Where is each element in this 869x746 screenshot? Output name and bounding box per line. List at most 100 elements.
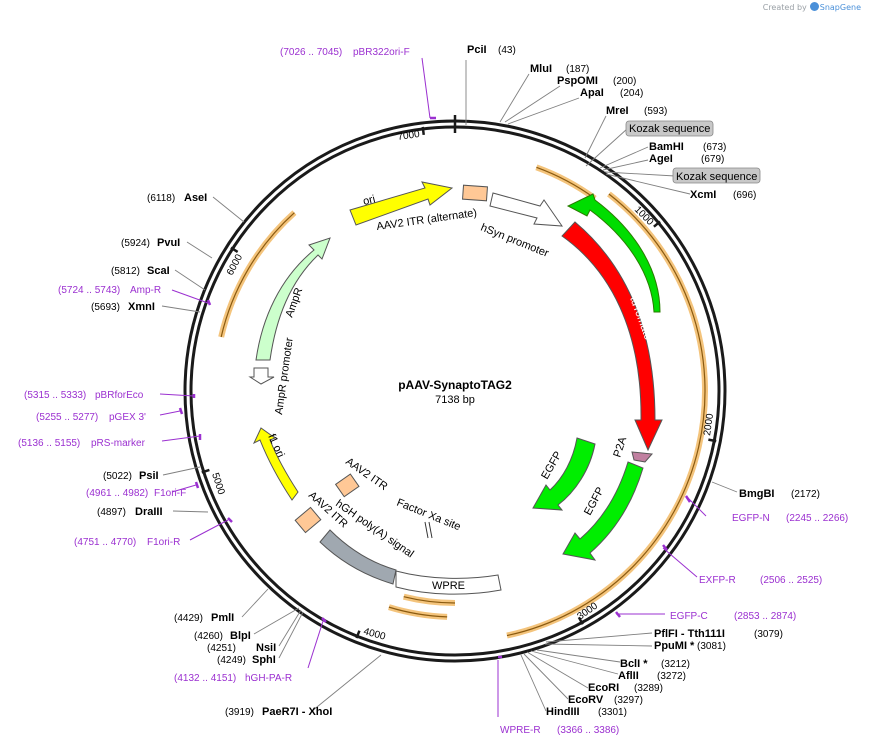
egfp-inner-feature <box>532 437 596 511</box>
site-kozak-sequence: Kozak sequence <box>629 123 710 135</box>
site-name: XcmI <box>690 189 716 201</box>
site-position: (673) <box>703 142 726 153</box>
site-name: BamHI <box>649 141 684 153</box>
ampr-feature <box>255 237 331 361</box>
ampr-promoter-label: AmpR promoter <box>273 337 296 416</box>
site-name: PmlI <box>211 612 234 624</box>
highlight-arc-bottom-2-line <box>403 596 456 604</box>
primer-name: pGEX 3' <box>109 412 146 423</box>
credit-brand: SnapGene <box>819 3 861 12</box>
primer-amp-r: (5724 .. 5743)Amp-R <box>58 285 161 296</box>
tick-2000: 2000 <box>702 412 716 436</box>
primer-name: Amp-R <box>130 285 161 296</box>
ori-feature <box>349 181 454 226</box>
primer-range: (4961 .. 4982) <box>86 488 148 499</box>
egfp-inner-label: EGFP <box>539 450 564 482</box>
primer-name: hGH-PA-R <box>245 673 292 684</box>
aav2-itr-2-feature <box>294 506 322 534</box>
primer-range: (2245 .. 2266) <box>786 513 848 524</box>
site-name: Kozak sequence <box>676 171 757 183</box>
site-apai: ApaI(204) <box>580 87 643 99</box>
site-bamhi: BamHI (673) <box>649 141 726 153</box>
tick-mark-6000 <box>230 246 239 254</box>
site-name: SphI <box>252 654 276 666</box>
site-ecorv: EcoRV(3297) <box>568 694 643 706</box>
kozak-box-2 <box>672 167 761 184</box>
snapgene-logo-icon <box>809 2 819 11</box>
aav2-itr-alt-feature <box>462 184 488 202</box>
site-name: PciI <box>467 44 487 56</box>
site-name: MreI <box>606 105 629 117</box>
site-position: (3079) <box>754 629 783 640</box>
site-position: (4897) <box>97 507 126 518</box>
site-position: (3212) <box>661 659 690 670</box>
site-scai: ScaI(5812) <box>111 265 170 277</box>
primer-name: EGFP-C <box>670 611 708 622</box>
primer-leaders <box>159 57 707 717</box>
site-position: (5924) <box>121 238 150 249</box>
site-position: (3272) <box>657 671 686 682</box>
site-pflfi-tth111i: PflFI - Tth111I(3079) <box>654 628 783 640</box>
site-name: BlpI <box>230 630 251 642</box>
tick-mark-7000 <box>421 126 425 136</box>
site-name: AgeI <box>649 153 673 165</box>
site-name: PspOMI <box>557 75 598 87</box>
site-position: (200) <box>613 76 636 87</box>
site-position: (3919) <box>225 707 254 718</box>
primer-mark-11 <box>206 299 212 306</box>
site-name: BclI * <box>620 658 648 670</box>
primer-name: WPRE-R <box>500 725 541 736</box>
tick-7000: 7000 <box>397 129 421 143</box>
highlight-arc-top <box>535 164 597 201</box>
site-draiii: DraIII(4897) <box>97 506 163 518</box>
site-position: (3081) <box>697 641 726 652</box>
egfp-outer-feature <box>562 461 644 561</box>
site-position: (43) <box>498 45 516 56</box>
aav2-itr-1-feature <box>334 473 360 498</box>
primer-labels: (7026 .. 7045)pBR322ori-F(2245 .. 2266)E… <box>18 47 848 736</box>
primer-name: pBRforEco <box>95 390 144 401</box>
tick-mark-2000 <box>708 438 717 443</box>
primer-range: (5136 .. 5155) <box>18 438 80 449</box>
site-position: (5812) <box>111 266 140 277</box>
highlight-arc-right-line <box>506 193 706 637</box>
site-mrei: MreI(593) <box>606 105 667 117</box>
site-name: MluI <box>530 63 552 75</box>
f1-ori-feature <box>252 427 299 501</box>
site-name: PsiI <box>139 470 159 482</box>
tick-marks <box>201 115 717 639</box>
primer-egfp-n: (2245 .. 2266)EGFP-N <box>732 513 848 524</box>
primer-exfp-r: (2506 .. 2525)EXFP-R <box>699 575 822 586</box>
site-sphi: SphI(4249) <box>217 654 276 666</box>
site-nsii: NsiI(4251) <box>207 642 276 654</box>
highlight-arc-bottom-1 <box>388 604 448 620</box>
primer-mark-5 <box>321 617 327 623</box>
primer-hgh-pa-r: (4132 .. 4151) hGH-PA-R <box>174 673 292 684</box>
site-position: (5693) <box>91 302 120 313</box>
plasmid-length: 7138 bp <box>435 394 475 406</box>
site-name: XmnI <box>128 301 155 313</box>
highlight-arc-left-line <box>220 212 295 338</box>
tick-mark-3000 <box>577 616 584 625</box>
tick-mark-5000 <box>201 468 210 474</box>
site-pcii: PciI (43) <box>467 44 516 56</box>
connector-lines <box>161 60 738 712</box>
factor-xa-label: Factor Xa site <box>395 497 462 534</box>
site-position: (187) <box>566 64 589 75</box>
site-position: (3289) <box>634 683 663 694</box>
factor-xa-mark-1 <box>424 521 429 539</box>
site-pvui: PvuI(5924) <box>121 237 180 249</box>
tick-mark-1000 <box>653 220 661 228</box>
highlight-arc-bottom-2 <box>402 593 456 606</box>
primer-egfp-c: (2853 .. 2874)EGFP-C <box>670 611 796 622</box>
primer-f1ori-r: (4751 .. 4770)F1ori-R <box>74 537 180 548</box>
ampr-promoter-feature <box>248 367 275 385</box>
site-labels: PciI (43) MluI (187)PspOMI (200)ApaI(204) Mre… <box>91 44 820 718</box>
primer-prs-marker: (5136 .. 5155)pRS-marker <box>18 438 146 449</box>
p2a-label: P2A <box>611 435 629 459</box>
primer-range: (4132 .. 4151) <box>174 673 236 684</box>
primer-pbrforeco: (5315 .. 5333)pBRforEco <box>24 390 144 401</box>
primer-range: (2506 .. 2525) <box>760 575 822 586</box>
primer-range: (3366 .. 3386) <box>557 725 619 736</box>
wpre-label: WPRE <box>432 580 465 592</box>
